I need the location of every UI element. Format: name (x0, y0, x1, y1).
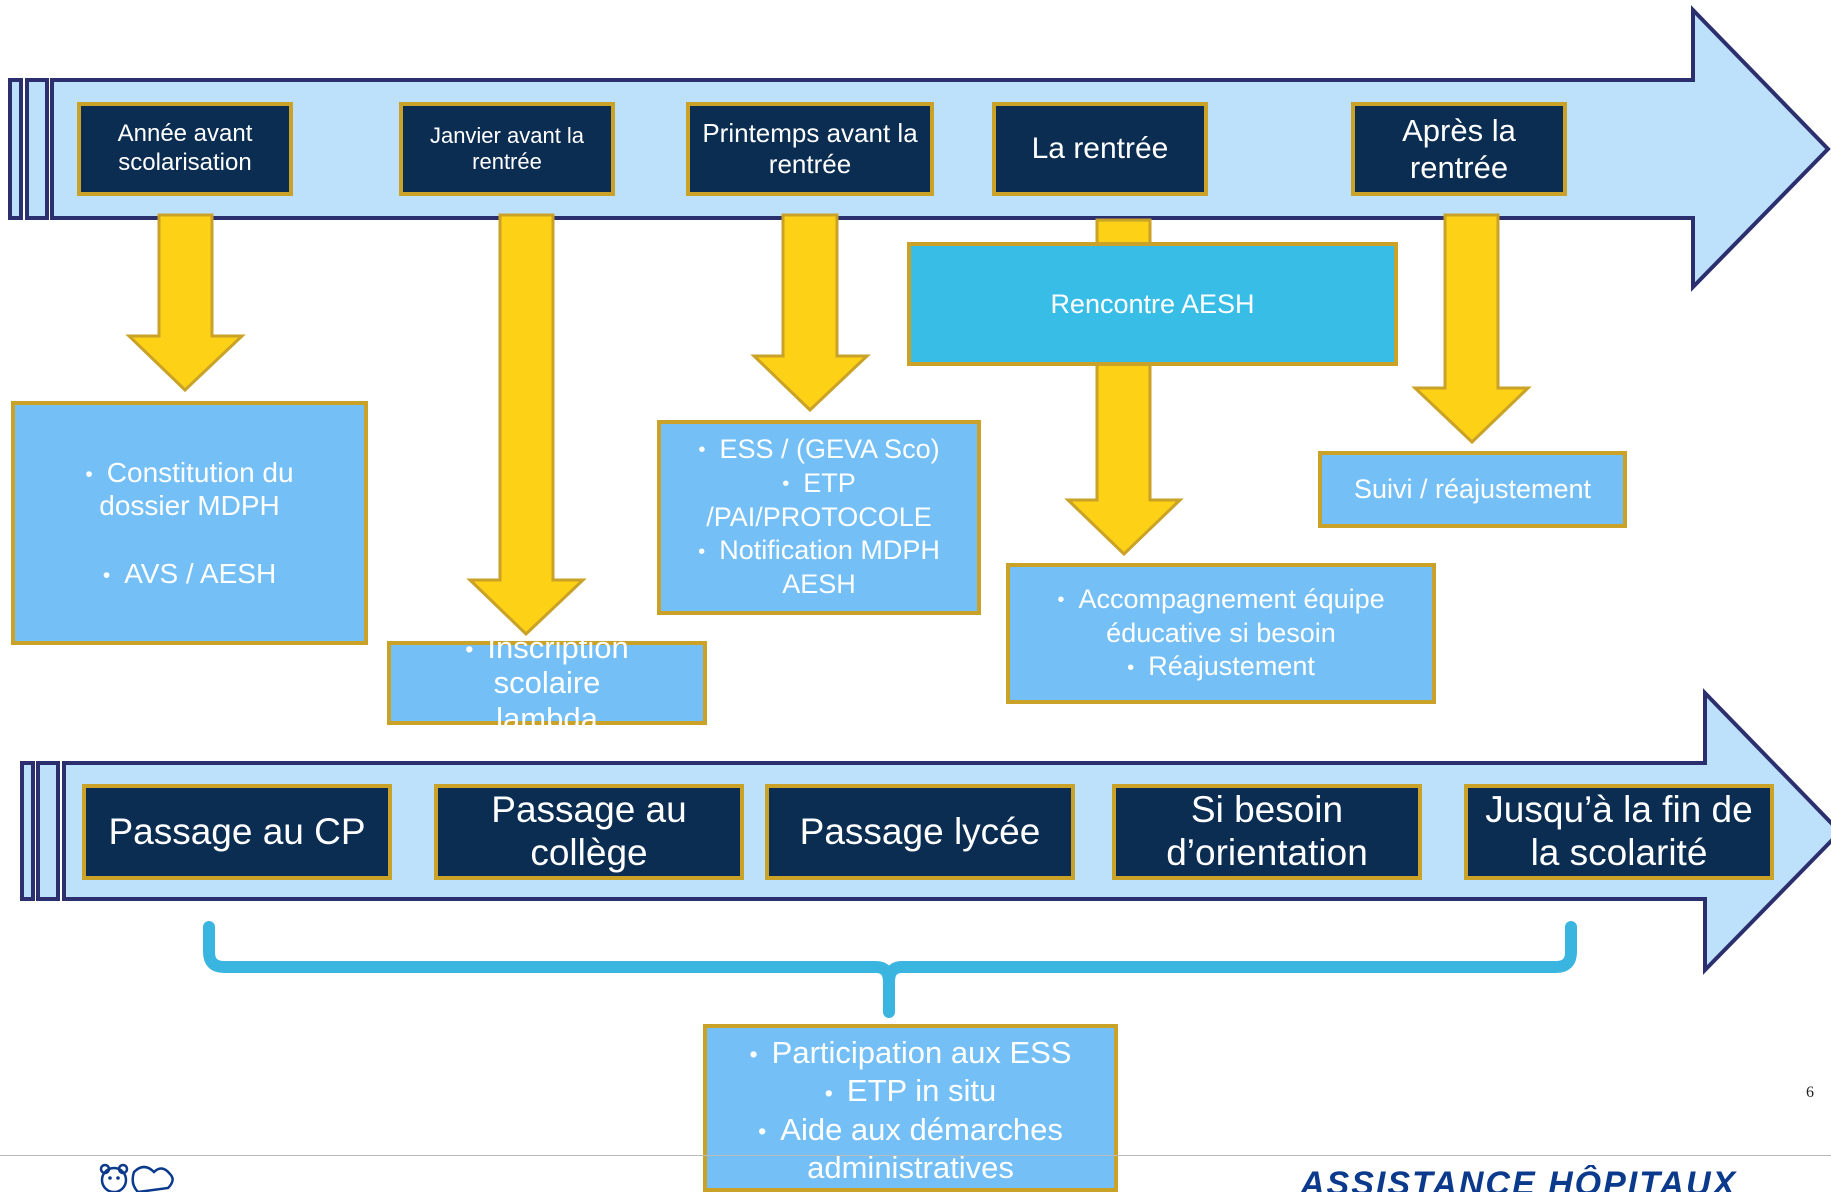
down-arrow-3 (750, 213, 871, 413)
timeline-step-annee-avant-scolarisation: Année avant scolarisation (77, 102, 293, 196)
action-box-inscription: Inscription scolaire lambda (387, 630, 707, 736)
timeline-step-janvier-avant-rentree: Janvier avant la rentrée (399, 102, 615, 196)
action-item: Participation aux ESS (727, 1034, 1094, 1072)
down-arrow-2 (466, 213, 587, 637)
action-box-dossier-mdph: Constitution du dossier MDPH AVS / AESH (11, 401, 368, 645)
down-arrow-4 (1064, 360, 1184, 557)
step-label: Passage au collège (491, 789, 687, 873)
action-item: Notification MDPH AESH (679, 534, 959, 602)
action-box-ess: ESS / (GEVA Sco) ETP /PAI/PROTOCOLE Noti… (657, 420, 981, 615)
action-item: Aide aux démarches administratives (727, 1111, 1094, 1188)
step-label: Après la rentrée (1402, 112, 1516, 185)
action-item: Inscription scolaire lambda (441, 630, 653, 737)
hospital-logo-icon: ASSISTANCE HÔPITAUX (1300, 1165, 1831, 1192)
meeting-box-rencontre-aesh: Rencontre AESH (907, 242, 1398, 366)
action-box-participation: Participation aux ESS ETP in situ Aide a… (703, 1024, 1118, 1192)
action-label: Suivi / réajustement (1353, 474, 1592, 505)
action-box-suivi: Suivi / réajustement (1318, 451, 1627, 528)
down-arrow-1 (125, 213, 246, 393)
action-item: Réajustement (1038, 650, 1404, 684)
step-label: Année avant scolarisation (117, 120, 253, 176)
step-label: Janvier avant la rentrée (429, 122, 585, 174)
timeline-step-passage-college: Passage au collège (434, 784, 744, 880)
step-label: Printemps avant la rentrée (702, 117, 918, 179)
action-item: ESS / (GEVA Sco) (679, 433, 959, 467)
teddy-bear-logo-icon (99, 1163, 174, 1192)
timeline-step-passage-cp: Passage au CP (82, 784, 392, 880)
down-arrow-5 (1411, 213, 1532, 445)
meeting-label: Rencontre AESH (1050, 288, 1255, 319)
top-timeline-arrow (8, 5, 1831, 292)
timeline-step-fin-scolarite: Jusqu’à la fin de la scolarité (1464, 784, 1774, 880)
timeline-step-apres-rentree: Après la rentrée (1351, 102, 1567, 196)
grouping-brace (203, 921, 1577, 1018)
step-label: Jusqu’à la fin de la scolarité (1485, 789, 1753, 873)
step-label: La rentrée (1031, 132, 1169, 165)
action-box-accompagnement: Accompagnement équipe éducative si besoi… (1006, 563, 1436, 704)
step-label: Passage au CP (108, 810, 366, 852)
action-item: ETP in situ (727, 1072, 1094, 1110)
logo-text: ASSISTANCE HÔPITAUX (1300, 1165, 1738, 1192)
action-item: AVS / AESH (55, 557, 324, 591)
timeline-step-orientation: Si besoin d’orientation (1112, 784, 1422, 880)
action-item: ETP /PAI/PROTOCOLE (679, 467, 959, 535)
step-label: Si besoin d’orientation (1166, 789, 1368, 873)
action-item: Accompagnement équipe éducative si besoi… (1038, 583, 1404, 651)
timeline-step-printemps-avant-rentree: Printemps avant la rentrée (686, 102, 934, 196)
footer-divider (0, 1155, 1831, 1156)
timeline-step-passage-lycee: Passage lycée (765, 784, 1075, 880)
timeline-step-la-rentree: La rentrée (992, 102, 1208, 196)
action-item: Constitution du dossier MDPH (55, 456, 324, 523)
page-number: 6 (1806, 1084, 1814, 1101)
step-label: Passage lycée (799, 810, 1041, 852)
